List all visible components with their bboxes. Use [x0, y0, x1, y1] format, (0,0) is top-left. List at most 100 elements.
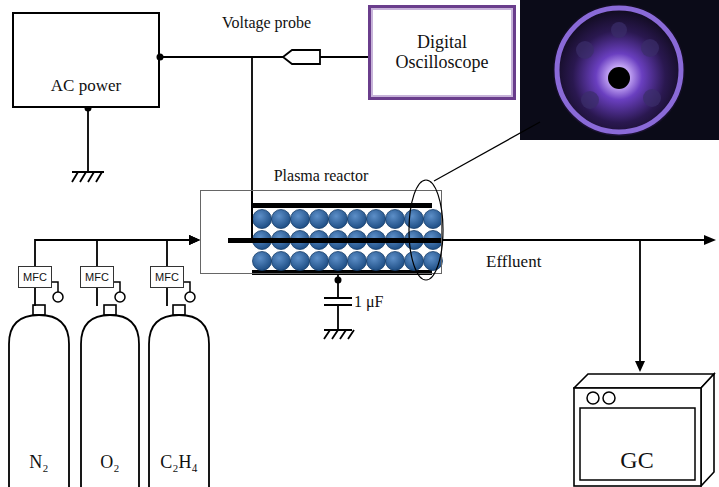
bead	[348, 252, 367, 271]
bead	[272, 252, 291, 271]
leader-line	[434, 122, 540, 181]
bead	[424, 231, 443, 250]
mass-flow-controller: MFC	[150, 266, 184, 288]
node-label: MFC	[151, 271, 183, 284]
cylinder-body	[81, 315, 139, 487]
bead	[253, 231, 272, 250]
bead	[405, 252, 424, 271]
bead	[291, 210, 310, 229]
node-label: N₂	[8, 452, 70, 473]
bead	[424, 210, 443, 229]
bead	[386, 231, 405, 250]
arrow-head	[635, 361, 645, 372]
connector-line	[160, 57, 252, 190]
photo-bead	[643, 89, 661, 107]
connector-line	[167, 240, 191, 266]
plasma-reactor: Plasma reactor	[200, 190, 442, 274]
gas-cylinder: N₂	[8, 304, 70, 487]
photo-center-rod	[608, 67, 630, 89]
bead	[291, 231, 310, 250]
node-label: Digital Oscilloscope	[371, 32, 513, 73]
connector-line	[160, 56, 368, 58]
edge-label: Effluent	[486, 252, 541, 272]
connector	[442, 240, 645, 372]
bead	[386, 210, 405, 229]
connector	[160, 57, 252, 190]
photo-bead	[611, 22, 627, 38]
cylinder-neck	[104, 305, 116, 315]
capacitor-ground	[324, 275, 354, 339]
bead	[424, 252, 443, 271]
reactor-ring	[557, 8, 681, 132]
connector-line	[166, 288, 168, 306]
capacitance-label: 1 μF	[354, 293, 414, 311]
photo-bead	[581, 91, 599, 109]
valve-knob	[53, 292, 63, 302]
node-label: GC	[573, 447, 701, 475]
plasma-glow	[553, 4, 685, 136]
bead	[386, 252, 405, 271]
inner-electrode	[228, 238, 442, 243]
mass-flow-controller: MFC	[18, 266, 52, 288]
arrow-head	[189, 235, 200, 245]
oscilloscope-box: Digital Oscilloscope	[368, 5, 516, 100]
gc-front-face	[574, 388, 701, 486]
voltage-probe-symbol	[283, 50, 320, 64]
cylinder-neck	[33, 305, 45, 315]
valve-knob	[185, 292, 195, 302]
callout-ellipse	[409, 180, 443, 280]
connector-line	[35, 240, 191, 266]
bead	[329, 252, 348, 271]
outer-electrode	[252, 270, 432, 275]
gc-top-face	[574, 374, 714, 388]
connector-line	[442, 240, 640, 363]
gas-cylinder: C₂H₄	[148, 304, 210, 487]
bead-packing	[253, 210, 443, 271]
bead	[367, 231, 386, 250]
valve-knob	[115, 292, 125, 302]
hv-lead	[251, 190, 253, 238]
gas-cylinder: O₂	[80, 304, 140, 487]
bead	[272, 231, 291, 250]
photo-bead	[576, 41, 594, 59]
connector	[35, 235, 200, 266]
node-label: MFC	[19, 271, 51, 284]
cylinder-body	[9, 315, 69, 487]
mass-flow-controller: MFC	[80, 266, 114, 288]
connector	[167, 235, 200, 266]
connector-line	[96, 288, 98, 306]
bead	[272, 210, 291, 229]
connector	[35, 288, 36, 306]
arrow-head	[189, 235, 200, 245]
arrow-head	[189, 235, 200, 245]
cylinder-neck	[173, 305, 185, 315]
gc-knob	[587, 392, 599, 404]
bead	[405, 231, 424, 250]
plasma-photo	[520, 0, 719, 140]
node-label: O₂	[80, 452, 140, 473]
outer-electrode	[252, 203, 432, 208]
node-label: MFC	[81, 271, 113, 284]
bead	[405, 210, 424, 229]
bead	[291, 252, 310, 271]
node-label: Plasma reactor	[201, 167, 441, 185]
gc-knob	[603, 392, 615, 404]
bead	[367, 210, 386, 229]
node-label: C₂H₄	[148, 452, 210, 473]
bead	[310, 231, 329, 250]
ground-symbol	[72, 108, 104, 182]
power-supply-box: AC power	[12, 12, 160, 108]
junction-dot	[335, 277, 342, 284]
cylinder-body	[149, 315, 209, 487]
bead	[310, 210, 329, 229]
bead	[329, 231, 348, 250]
bead	[253, 210, 272, 229]
connector	[97, 288, 98, 306]
connector-line	[34, 288, 36, 306]
bead	[329, 210, 348, 229]
gas-chromatograph: GC	[573, 372, 716, 487]
effluent-outlet	[640, 239, 706, 241]
bead	[348, 231, 367, 250]
connector	[167, 288, 168, 306]
